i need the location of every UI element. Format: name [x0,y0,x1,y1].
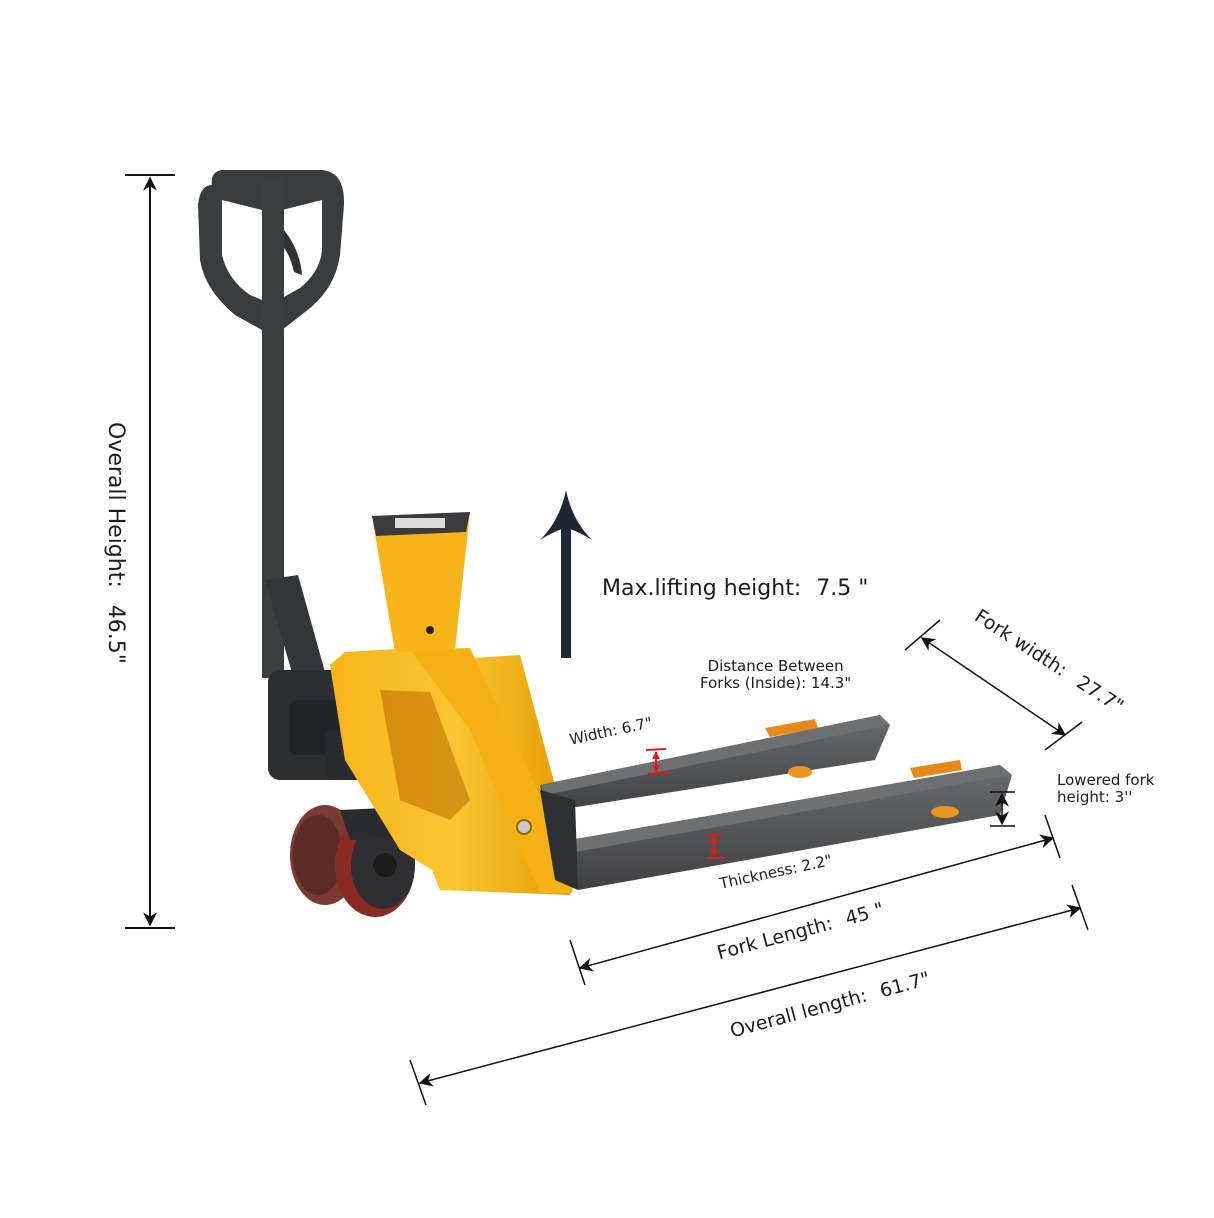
lift-arrow [540,490,592,658]
distance-between-forks-label: Distance Between Forks (Inside): 14.3" [700,657,852,693]
overall-height-value: 46.5" [103,604,128,664]
lowered-fork-height-dimension [990,791,1015,827]
lowered-fork-height-label: Lowered fork height: 3'' [1057,771,1155,807]
yellow-frame [330,512,575,895]
overall-height-label: Overall Height: 46.5" [103,422,128,664]
max-lifting-height-value: 7.5 " [816,576,869,601]
lowered-fork-height-line1: Lowered fork [1057,771,1155,789]
max-lifting-height-label: Max.lifting height: 7.5 " [602,576,868,601]
overall-length-dimension [409,884,1089,1106]
overall-height-dimension [125,174,175,929]
max-lifting-height-label-text: Max.lifting height: [602,576,802,601]
fork-width-dimension [904,619,1083,751]
overall-height-label-text: Overall Height: [103,422,128,588]
distance-between-forks-line1: Distance Between [707,657,844,675]
lowered-fork-height-line2: height: 3'' [1057,788,1133,807]
distance-between-forks-line2: Forks (Inside): 14.3" [700,674,852,693]
